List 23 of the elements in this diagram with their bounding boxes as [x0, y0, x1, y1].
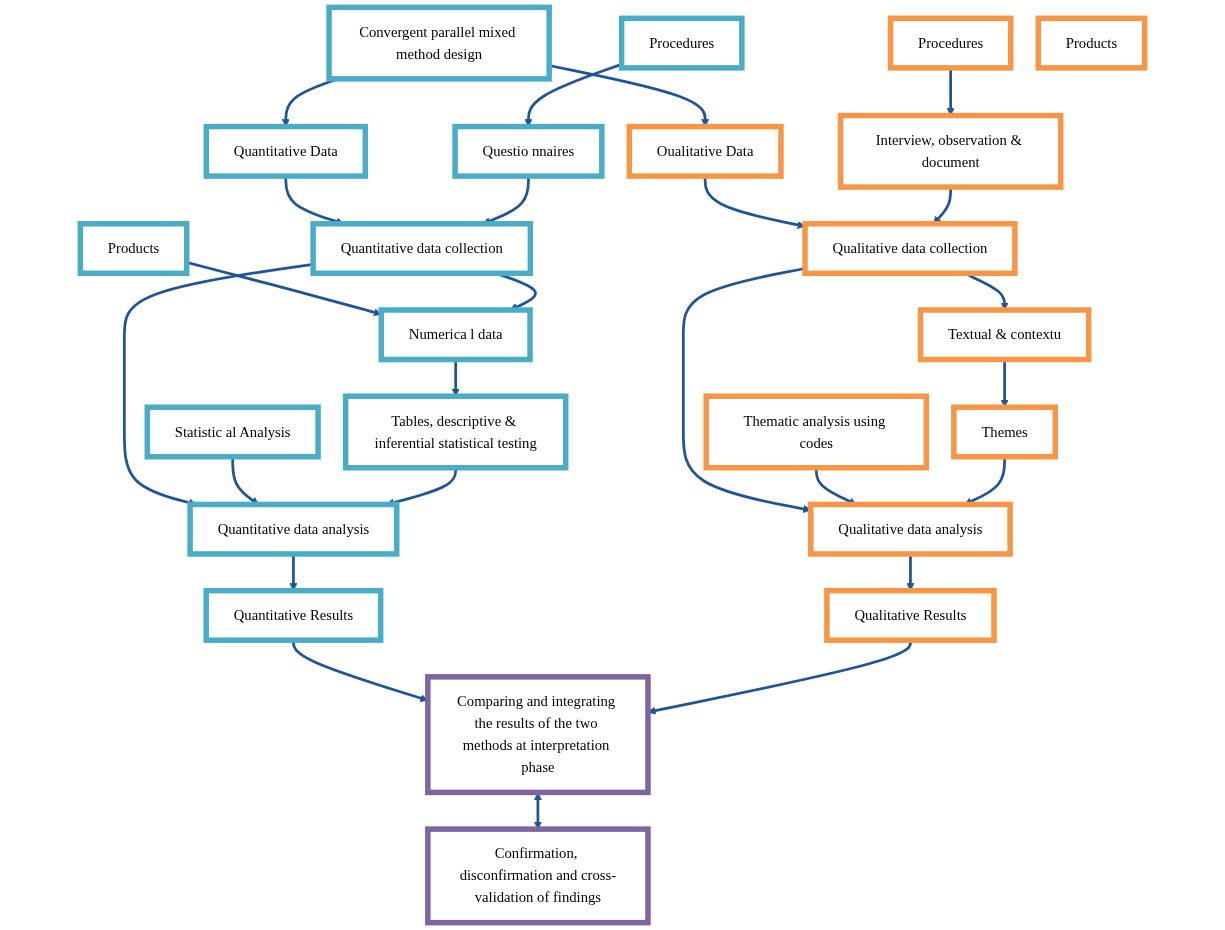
node-box: Products	[1035, 15, 1148, 71]
node-box: Procedures	[618, 15, 745, 71]
node-box: Convergent parallel mixed method design	[326, 4, 552, 82]
node-box: Procedures	[887, 15, 1014, 71]
node-box: Quantitative data collection	[310, 221, 534, 277]
node-box: Confirmation, disconfirmation and cross-validation of findings	[425, 826, 651, 926]
node-box: Textual & contextu	[917, 307, 1092, 363]
node-box: Qualitative Results	[824, 587, 997, 643]
node-box: Qualitative data collection	[802, 221, 1018, 277]
node-box: Statistic al Analysis	[144, 404, 321, 460]
node-box: Products	[77, 221, 190, 277]
node-box: Questio nnaires	[452, 123, 605, 179]
node-box: Quantitative Results	[203, 587, 384, 643]
node-box: Numerica l data	[378, 307, 533, 363]
node-box: Qualitative data analysis	[808, 501, 1013, 557]
node-box: Oualitative Data	[626, 123, 784, 179]
node-box: Themes	[951, 404, 1059, 460]
node-box: Comparing and integrating the results of the two methods at interpretation phase	[425, 674, 651, 796]
node-box: Quantitative data analysis	[187, 501, 400, 557]
node-box: Interview, observation & document	[837, 112, 1064, 190]
node-box: Tables, descriptive & inferential statistical testing	[342, 393, 569, 471]
node-box: Quantitative Data	[203, 123, 369, 179]
node-box: Thematic analysis using codes	[703, 393, 930, 471]
